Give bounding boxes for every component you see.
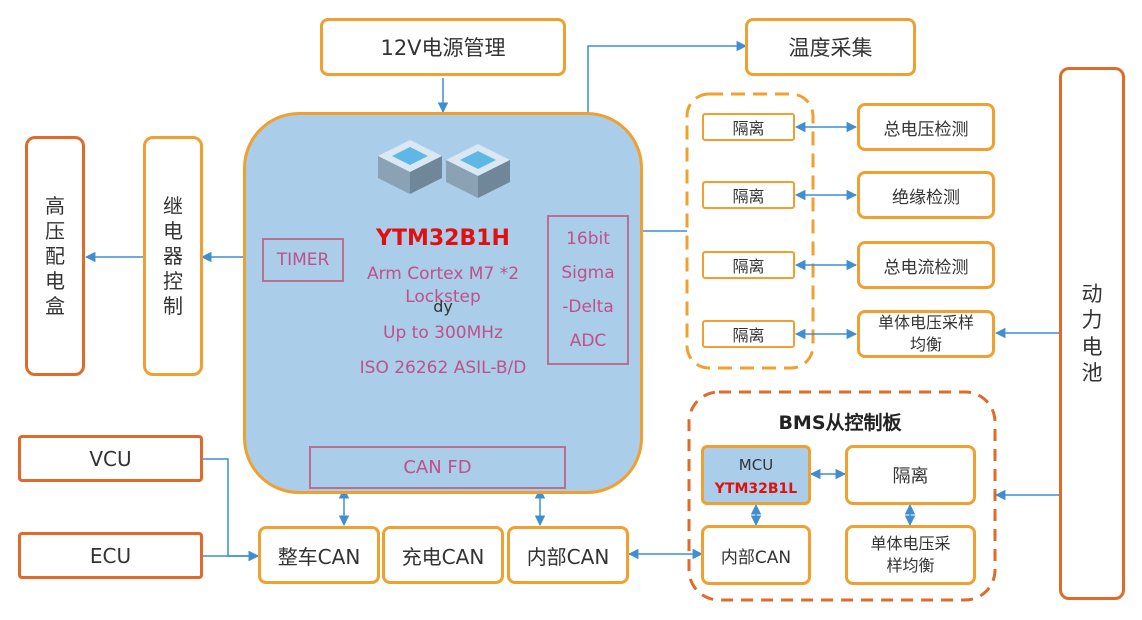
- isolation-label: 隔离: [732, 119, 765, 138]
- main-mcu-frequency: Up to 300MHz: [383, 323, 503, 343]
- insulation-box: 绝缘检测: [857, 171, 995, 219]
- adc-line: Sigma: [561, 263, 615, 283]
- isolation-box: 隔离: [702, 113, 795, 141]
- isolation-box: 隔离: [702, 181, 795, 209]
- cell-voltage-label: 单体电压采样均衡: [878, 313, 975, 354]
- hv-char: 盒: [45, 293, 65, 318]
- timer-block: TIMER: [262, 238, 344, 282]
- relay-char: 器: [163, 243, 183, 268]
- slave-isolation-label: 隔离: [892, 466, 929, 487]
- adc-line: -Delta: [562, 297, 614, 317]
- vcu-box: VCU: [18, 435, 203, 482]
- charging-can-box: 充电CAN: [382, 526, 504, 584]
- relay-control-box: 继 电 器 控 制: [143, 136, 203, 376]
- battery-char: 力: [1081, 308, 1103, 333]
- relay-char: 控: [163, 268, 183, 293]
- isolation-label: 隔离: [732, 326, 765, 345]
- vehicle-can-box: 整车CAN: [258, 526, 380, 584]
- slave-board-title: BMS从控制板: [778, 412, 902, 434]
- adc-line: ADC: [569, 331, 607, 351]
- vehicle-can-label: 整车CAN: [277, 544, 361, 569]
- slave-isolation-box: 隔离: [845, 445, 976, 505]
- slave-cell-voltage-box: 单体电压采样均衡: [845, 525, 976, 585]
- total-current-box: 总电流检测: [857, 241, 995, 289]
- power-battery-box: 动 力 电 池: [1059, 67, 1125, 600]
- total-voltage-box: 总电压检测: [857, 103, 995, 151]
- hv-char: 配: [45, 243, 65, 268]
- temperature-label: 温度采集: [788, 36, 873, 60]
- hv-char: 电: [45, 268, 65, 293]
- main-mcu-safety: ISO 26262 ASIL-B/D: [359, 358, 527, 378]
- hv-distribution-box: 高 压 配 电 盒: [25, 136, 85, 376]
- slave-mcu-label: MCU: [738, 456, 774, 474]
- main-mcu-lockstep: Lockstep: [405, 287, 481, 307]
- main-mcu-stray-text: dy: [433, 297, 453, 316]
- timer-label: TIMER: [276, 250, 330, 270]
- power-management-label: 12V电源管理: [380, 36, 506, 60]
- internal-can-box: 内部CAN: [507, 526, 629, 584]
- can-fd-label: CAN FD: [403, 457, 472, 478]
- relay-char: 继: [163, 193, 183, 218]
- cell-voltage-box: 单体电压采样均衡: [857, 310, 995, 358]
- total-voltage-label: 总电压检测: [883, 119, 969, 140]
- ecu-label: ECU: [89, 543, 132, 568]
- slave-internal-can-label: 内部CAN: [720, 547, 792, 568]
- slave-mcu-box: MCU YTM32B1L: [701, 445, 811, 505]
- battery-char: 动: [1081, 282, 1103, 306]
- isolation-label: 隔离: [732, 257, 765, 276]
- vcu-label: VCU: [89, 446, 132, 471]
- chip-logo-icon: [378, 140, 510, 198]
- isolation-group-frame: [685, 92, 815, 370]
- isolation-box: 隔离: [702, 320, 795, 348]
- hv-char: 压: [45, 218, 65, 243]
- arrow-vcu-to-can: [203, 458, 260, 562]
- slave-cell-voltage-label: 单体电压采样均衡: [870, 534, 951, 575]
- relay-char: 制: [163, 293, 183, 318]
- internal-can-label: 内部CAN: [526, 544, 610, 569]
- hv-char: 高: [45, 193, 65, 218]
- temperature-box: 温度采集: [745, 18, 916, 76]
- total-current-label: 总电流检测: [883, 257, 969, 278]
- adc-line: 16bit: [566, 229, 610, 249]
- insulation-label: 绝缘检测: [892, 187, 960, 208]
- power-management-box: 12V电源管理: [320, 18, 566, 76]
- slave-internal-can-box: 内部CAN: [701, 525, 811, 585]
- can-fd-block: CAN FD: [309, 446, 566, 489]
- battery-char: 池: [1081, 360, 1103, 385]
- ecu-box: ECU: [18, 532, 203, 579]
- battery-char: 电: [1081, 334, 1103, 359]
- slave-mcu-name: YTM32B1L: [714, 481, 798, 497]
- isolation-label: 隔离: [732, 187, 765, 206]
- main-mcu-block: [243, 112, 643, 494]
- main-mcu-name: YTM32B1H: [376, 226, 510, 251]
- isolation-box: 隔离: [702, 251, 795, 279]
- adc-block: 16bit Sigma -Delta ADC: [547, 215, 629, 365]
- charging-can-label: 充电CAN: [401, 544, 485, 569]
- relay-char: 电: [163, 218, 183, 243]
- main-mcu-core: Arm Cortex M7 *2: [366, 264, 520, 284]
